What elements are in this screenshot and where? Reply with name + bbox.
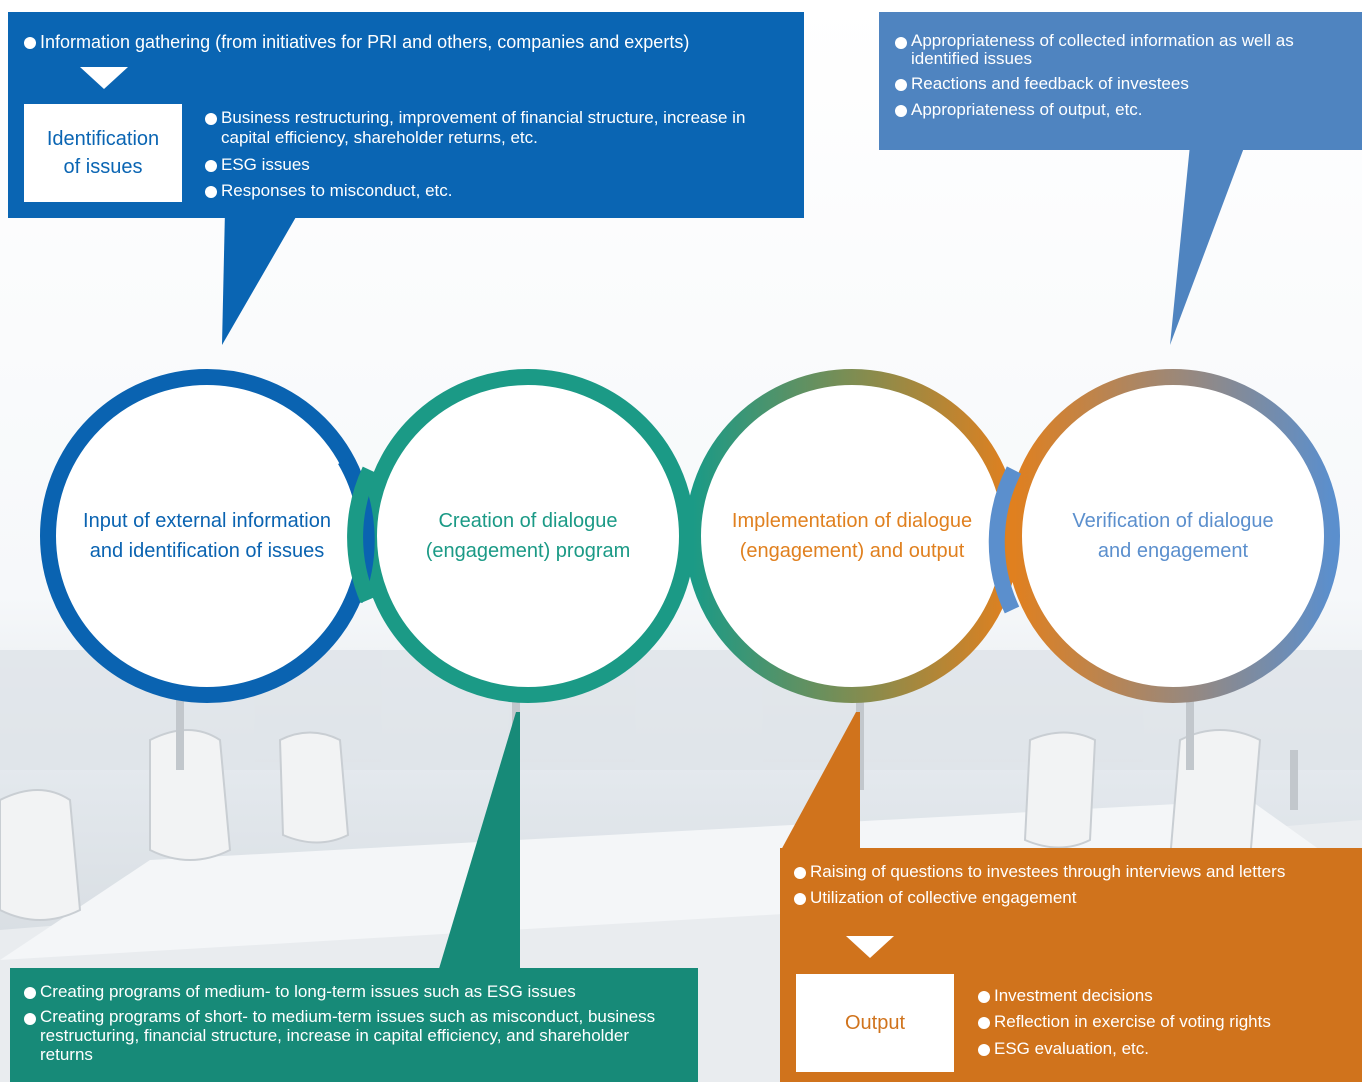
output-item-3: ESG evaluation, etc. [978,1039,1348,1059]
step1-label-line2: and identification of issues [89,540,325,562]
step4-label: Verification of dialogue and engagement [1013,506,1333,566]
implement-top-item-1: Raising of questions to investees throug… [794,862,1354,882]
callout-tail-identify [222,210,300,345]
program-callout: Creating programs of medium- to long-ter… [10,968,698,1082]
output-item-2: Reflection in exercise of voting rights [978,1012,1348,1032]
identification-label-line2: of issues [63,156,143,178]
step4-label-line1: Verification of dialogue [1072,510,1274,532]
identify-item-1: Business restructuring, improvement of f… [205,108,795,149]
down-arrow-icon [80,67,128,89]
identification-label-line1: Identification [46,128,160,150]
output-item-1: Investment decisions [978,986,1348,1006]
step3-label-line2: (engagement) and output [739,540,965,562]
implement-top-item-2: Utilization of collective engagement [794,888,1354,908]
program-item-2: Creating programs of short- to medium-te… [24,1008,686,1064]
verify-item-3: Appropriateness of output, etc. [895,100,1355,120]
step3-label-line1: Implementation of dialogue [731,510,973,532]
identification-label: Identification of issues [24,104,182,202]
callout-tail-program [438,712,520,972]
identify-top-item: Information gathering (from initiatives … [24,32,794,54]
identify-item-3: Responses to misconduct, etc. [205,181,795,201]
verify-item-1: Appropriateness of collected information… [895,32,1355,68]
program-item-1: Creating programs of medium- to long-ter… [24,982,686,1002]
down-arrow-icon [846,936,894,958]
callout-tail-verify [1170,145,1245,345]
verify-callout: Appropriateness of collected information… [879,12,1362,150]
step2-label-line1: Creation of dialogue [438,510,618,532]
output-label-text: Output [844,1012,906,1034]
step1-label: Input of external information and identi… [47,506,367,566]
identify-item-2: ESG issues [205,155,795,175]
step3-label: Implementation of dialogue (engagement) … [692,506,1012,566]
step2-label-line2: (engagement) program [425,540,631,562]
step4-ring [1006,369,1340,703]
callout-tail-implement [780,712,860,852]
output-label: Output [796,974,954,1072]
step4-label-line2: and engagement [1097,540,1249,562]
verify-item-2: Reactions and feedback of investees [895,74,1355,94]
identify-callout: Information gathering (from initiatives … [8,12,804,218]
step2-label: Creation of dialogue (engagement) progra… [368,506,688,566]
implement-callout: Raising of questions to investees throug… [780,848,1362,1082]
step1-label-line1: Input of external information [83,510,331,532]
